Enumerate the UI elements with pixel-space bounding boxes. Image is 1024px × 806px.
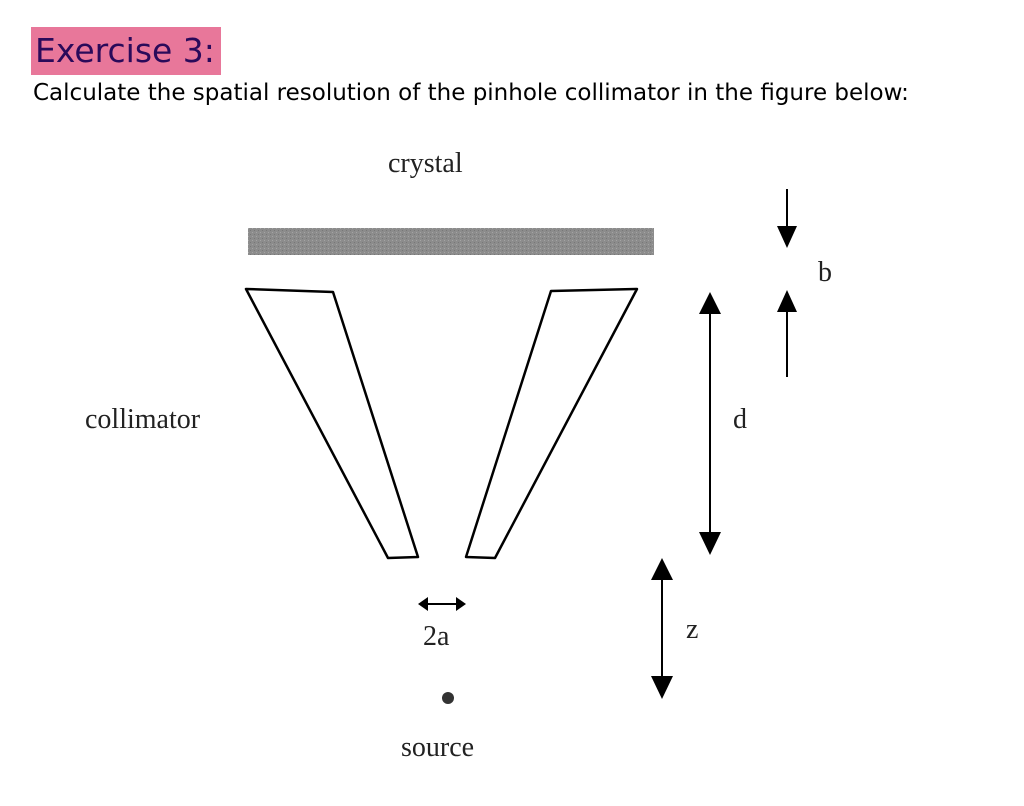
exercise-title: Exercise 3: <box>35 31 215 70</box>
collimator-label: collimator <box>85 404 201 435</box>
exercise-instruction: Calculate the spatial resolution of the … <box>33 80 909 106</box>
exercise-title-highlight: Exercise 3: <box>31 27 221 75</box>
aperture-arrow <box>418 597 466 611</box>
collimator-right-wall <box>464 287 639 560</box>
z-dimension-arrow <box>651 558 673 699</box>
b-dimension-arrows <box>777 189 797 377</box>
d-label: d <box>733 404 747 435</box>
b-label: b <box>818 257 832 288</box>
aperture-label: 2a <box>423 621 450 652</box>
d-dimension-arrow <box>699 292 721 555</box>
crystal-label: crystal <box>388 148 463 179</box>
collimator-left-wall <box>244 287 420 560</box>
crystal-bar <box>248 228 654 255</box>
source-point <box>442 692 454 704</box>
source-label: source <box>401 732 474 763</box>
z-label: z <box>686 614 698 645</box>
